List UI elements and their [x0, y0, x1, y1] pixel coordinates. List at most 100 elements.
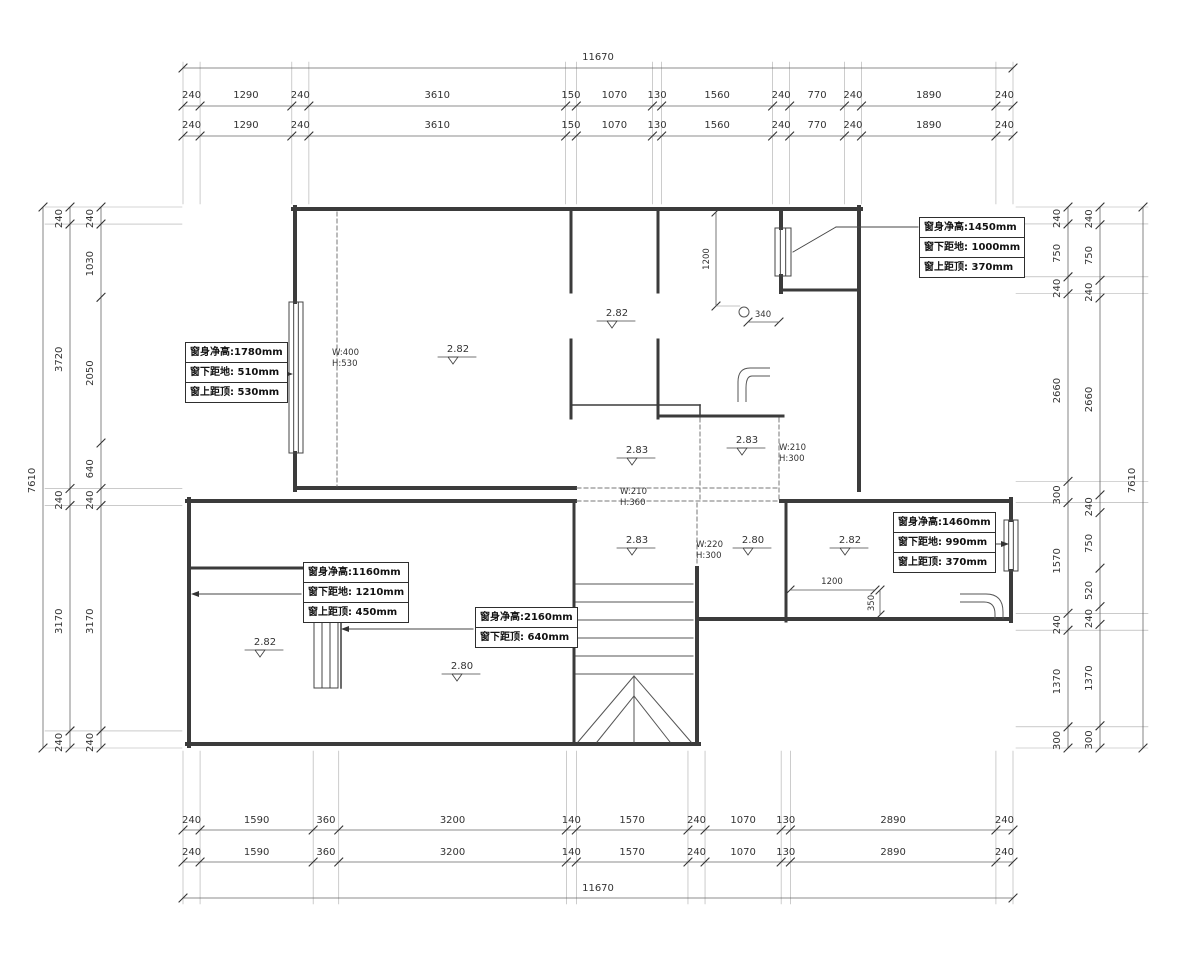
svg-text:1370: 1370 [1084, 665, 1095, 690]
svg-text:340: 340 [755, 310, 771, 320]
annotation-line: 窗上距顶: 370mm [894, 552, 995, 572]
svg-text:2.83: 2.83 [736, 435, 758, 446]
svg-text:240: 240 [85, 209, 96, 228]
svg-text:140: 140 [562, 815, 581, 826]
svg-text:240: 240 [54, 733, 65, 752]
svg-text:750: 750 [1084, 246, 1095, 265]
svg-text:240: 240 [291, 90, 310, 101]
svg-text:3610: 3610 [425, 90, 450, 101]
svg-text:240: 240 [995, 815, 1014, 826]
svg-text:240: 240 [772, 120, 791, 131]
svg-text:3170: 3170 [85, 609, 96, 634]
svg-text:2660: 2660 [1084, 387, 1095, 412]
svg-text:150: 150 [561, 90, 580, 101]
svg-text:240: 240 [1084, 283, 1095, 302]
svg-text:1030: 1030 [85, 251, 96, 276]
svg-text:2.82: 2.82 [606, 308, 628, 319]
svg-text:240: 240 [1052, 279, 1063, 298]
svg-text:770: 770 [808, 90, 827, 101]
svg-text:2660: 2660 [1052, 378, 1063, 403]
svg-text:520: 520 [1084, 581, 1095, 600]
window-annotation-lower-left: 窗身净高:1160mm 窗下距地: 1210mm 窗上距顶: 450mm [303, 562, 410, 623]
svg-text:H:530: H:530 [332, 359, 357, 369]
svg-text:300: 300 [1052, 731, 1063, 750]
svg-text:2.80: 2.80 [742, 535, 764, 546]
svg-text:1070: 1070 [602, 90, 627, 101]
leader-lines [191, 226, 1009, 632]
window-annotation-left: 窗身净高:1780mm 窗下距地: 510mm 窗上距顶: 530mm [185, 342, 288, 403]
svg-text:2.83: 2.83 [626, 445, 648, 456]
svg-text:1370: 1370 [1052, 669, 1063, 694]
svg-text:770: 770 [808, 120, 827, 131]
dashed-openings [336, 211, 780, 567]
svg-text:1590: 1590 [244, 815, 269, 826]
annotation-line: 窗上距顶: 450mm [304, 602, 409, 622]
svg-text:H:300: H:300 [779, 454, 804, 464]
window-hatches [288, 227, 1019, 689]
svg-text:240: 240 [1084, 609, 1095, 628]
svg-text:150: 150 [561, 120, 580, 131]
svg-text:300: 300 [1084, 730, 1095, 749]
svg-text:2890: 2890 [880, 815, 905, 826]
svg-text:7610: 7610 [27, 468, 38, 493]
annotation-line: 窗身净高:1160mm [308, 567, 401, 578]
svg-text:240: 240 [182, 90, 201, 101]
annotation-line: 窗下距地: 990mm [894, 532, 995, 552]
svg-text:1290: 1290 [233, 90, 258, 101]
svg-text:240: 240 [54, 491, 65, 510]
svg-text:140: 140 [562, 847, 581, 858]
svg-text:1570: 1570 [1052, 548, 1063, 573]
svg-text:130: 130 [776, 815, 795, 826]
svg-text:240: 240 [1084, 497, 1095, 516]
svg-text:3720: 3720 [54, 347, 65, 372]
svg-text:H:300: H:300 [696, 551, 721, 561]
svg-text:130: 130 [776, 847, 795, 858]
svg-text:2890: 2890 [880, 847, 905, 858]
annotation-line: 窗身净高:1450mm [924, 222, 1017, 233]
svg-text:130: 130 [647, 120, 666, 131]
svg-text:2.82: 2.82 [254, 637, 276, 648]
svg-text:240: 240 [85, 491, 96, 510]
svg-text:1570: 1570 [619, 847, 644, 858]
svg-text:240: 240 [1052, 209, 1063, 228]
svg-text:1570: 1570 [619, 815, 644, 826]
svg-text:240: 240 [1084, 209, 1095, 228]
svg-text:240: 240 [995, 120, 1014, 131]
annotation-line: 窗下距地: 1210mm [304, 582, 409, 602]
svg-text:240: 240 [182, 815, 201, 826]
svg-text:7610: 7610 [1127, 468, 1138, 493]
svg-text:2050: 2050 [85, 360, 96, 385]
svg-text:240: 240 [54, 209, 65, 228]
svg-text:240: 240 [182, 847, 201, 858]
svg-text:130: 130 [647, 90, 666, 101]
svg-text:360: 360 [316, 847, 335, 858]
svg-text:3610: 3610 [425, 120, 450, 131]
annotation-line: 窗上距顶: 530mm [186, 382, 287, 402]
svg-text:240: 240 [843, 90, 862, 101]
svg-text:W:220: W:220 [696, 540, 723, 550]
svg-text:240: 240 [182, 120, 201, 131]
svg-text:240: 240 [687, 847, 706, 858]
svg-text:350: 350 [867, 595, 877, 611]
svg-text:240: 240 [1052, 615, 1063, 634]
window-annotation-center: 窗身净高:2160mm 窗下距顶: 640mm [475, 607, 578, 648]
annotation-line: 窗身净高:1780mm [190, 347, 283, 358]
svg-text:640: 640 [85, 459, 96, 478]
svg-text:1200: 1200 [821, 577, 843, 587]
svg-text:1290: 1290 [233, 120, 258, 131]
svg-text:H:360: H:360 [620, 498, 645, 508]
svg-text:3170: 3170 [54, 609, 65, 634]
svg-text:240: 240 [772, 90, 791, 101]
svg-text:1890: 1890 [916, 90, 941, 101]
svg-text:11670: 11670 [582, 52, 614, 63]
svg-text:W:210: W:210 [620, 487, 647, 497]
annotation-line: 窗下距地: 1000mm [920, 237, 1025, 257]
window-annotation-right: 窗身净高:1460mm 窗下距地: 990mm 窗上距顶: 370mm [893, 512, 996, 573]
svg-text:2.82: 2.82 [839, 535, 861, 546]
svg-text:240: 240 [85, 733, 96, 752]
svg-text:360: 360 [316, 815, 335, 826]
